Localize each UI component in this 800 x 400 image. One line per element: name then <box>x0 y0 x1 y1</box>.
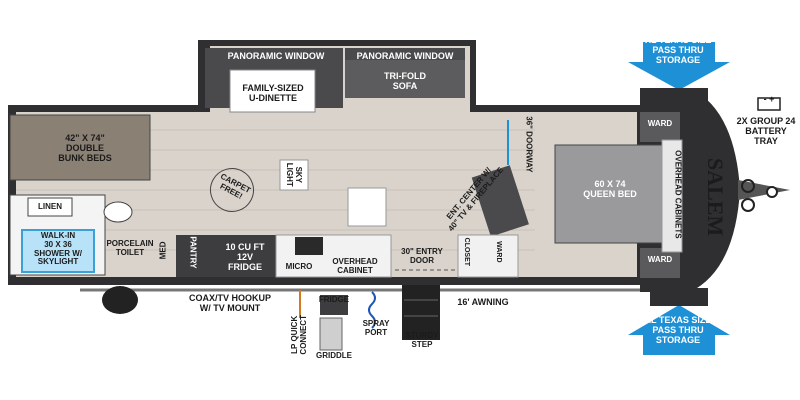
battery-label: 2X GROUP 24 BATTERY TRAY <box>736 116 796 146</box>
storage-bottom-label: XL TEXAS SIZE PASS THRU STORAGE <box>645 315 712 345</box>
doorway-label: 36" DOORWAY <box>524 116 534 173</box>
micro-label: MICRO <box>285 262 313 271</box>
jack-icon-2 <box>741 198 755 212</box>
coax-label: COAX/TV HOOKUP W/ TV MOUNT <box>188 293 271 313</box>
battery-icon <box>757 97 781 111</box>
outside-fridge-label: FRIDGE <box>318 295 350 304</box>
griddle-label: GRIDDLE <box>316 351 352 360</box>
sofa-cushion <box>345 60 465 98</box>
overhead-cabinet-label: OVERHEAD CABINET <box>332 257 378 275</box>
ent-center <box>471 165 529 237</box>
linen-label: LINEN <box>38 202 62 211</box>
skylight-label: SKY LIGHT <box>285 162 303 187</box>
entry-door-label: 30" ENTRY DOOR <box>401 247 443 265</box>
closet-label: CLOSET <box>462 237 470 267</box>
bunk-bed <box>9 114 151 181</box>
pantry-label: PANTRY <box>188 236 198 269</box>
storage-arrow-bottom <box>628 305 730 355</box>
jack-icon <box>741 179 755 193</box>
overhead-cabinets-label: OVERHEAD CABINETS <box>673 150 683 239</box>
linen-closet <box>27 197 73 217</box>
lp-label: LP QUICK CONNECT <box>290 315 308 355</box>
dinette-table <box>229 69 316 113</box>
dinette-label: FAMILY-SIZED U-DINETTE <box>242 83 304 103</box>
microwave <box>295 237 323 255</box>
overhead-cabinets-box <box>661 139 683 253</box>
fridge-label: 10 CU FT 12V FRIDGE <box>225 242 265 272</box>
hitch-frame <box>738 180 790 200</box>
toilet <box>103 201 133 223</box>
spray-port-label: SPRAY PORT <box>362 319 390 337</box>
island-sink <box>347 187 387 227</box>
sturdy-step <box>402 285 440 340</box>
pass-thru-bottom-box <box>650 288 708 306</box>
brand-logo: SALEM <box>703 157 729 237</box>
panoramic-window-left-label: PANORAMIC WINDOW <box>227 51 325 61</box>
shower <box>21 229 95 273</box>
battery-symbol: - + <box>763 94 775 104</box>
storage-arrow-top <box>628 42 730 90</box>
shower-label: WALK-IN 30 X 36 SHOWER W/ SKYLIGHT <box>34 231 82 267</box>
griddle <box>319 317 343 351</box>
toilet-label: PORCELAIN TOILET <box>106 239 154 257</box>
ward-top-label: WARD <box>647 119 673 128</box>
storage-top-label: XL TEXAS SIZE PASS THRU STORAGE <box>645 35 712 65</box>
ward-small-label: WARD <box>494 241 502 263</box>
med-label: MED <box>158 241 168 260</box>
outside-fridge <box>320 295 348 315</box>
queen-bed-label: 60 X 74 QUEEN BED <box>583 179 637 199</box>
skylight-box <box>279 159 309 191</box>
tank-icon <box>102 286 138 314</box>
bunk-label: 42" X 74" DOUBLE BUNK BEDS <box>58 133 112 163</box>
closet-ward <box>457 234 519 278</box>
coupler-icon <box>766 186 778 198</box>
fridge-block <box>176 235 276 277</box>
spray-hose-icon <box>368 291 376 329</box>
sofa-label: TRI-FOLD SOFA <box>384 71 426 91</box>
ward-bottom-label: WARD <box>647 255 673 264</box>
sturdy-step-label: STURDY STEP <box>405 331 439 349</box>
ward-top-box <box>640 112 680 142</box>
ward-bottom-box <box>640 248 680 278</box>
panoramic-window-right-label: PANORAMIC WINDOW <box>356 51 454 61</box>
awning-label: 16' AWNING <box>457 297 509 307</box>
queen-bed <box>554 144 666 244</box>
pass-thru-top-box <box>650 88 708 104</box>
